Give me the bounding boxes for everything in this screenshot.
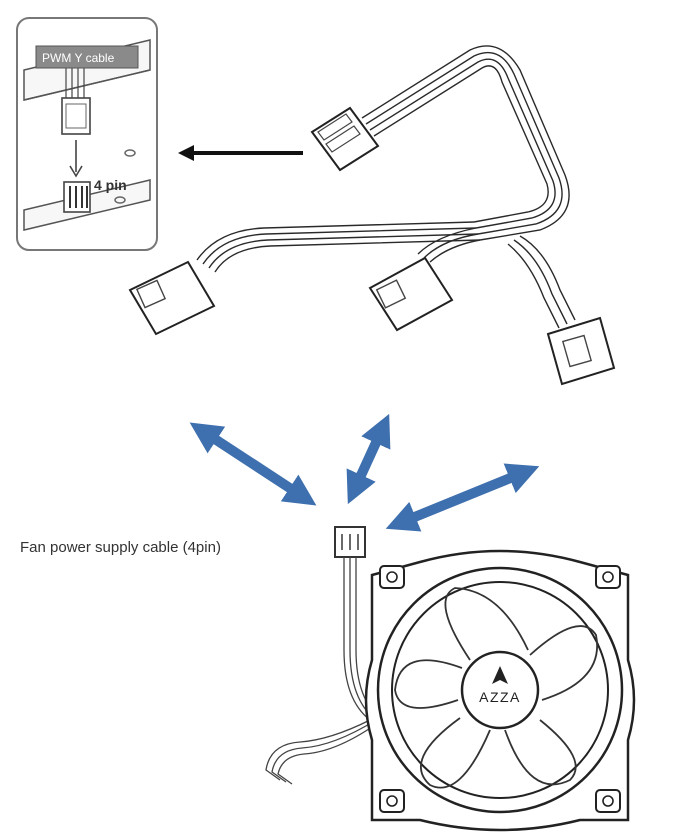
azza-fan: AZZA bbox=[364, 549, 636, 832]
splitter-female-connector bbox=[310, 106, 380, 172]
pwm-cable-label: PWM Y cable bbox=[42, 51, 115, 65]
arrow-to-connector-3 bbox=[385, 463, 540, 532]
connection-arrows bbox=[189, 413, 540, 532]
splitter-fan-connector-1 bbox=[128, 260, 216, 336]
fan-logo-text: AZZA bbox=[479, 689, 521, 705]
fan-cable-plug bbox=[334, 526, 366, 558]
splitter-fan-connector-2 bbox=[368, 256, 454, 332]
fan-power-cable bbox=[265, 557, 384, 785]
four-pin-header bbox=[63, 181, 91, 213]
pwm-cable-connector bbox=[61, 60, 91, 135]
arrow-to-connector-1 bbox=[189, 422, 317, 506]
splitter-fan-connector-3 bbox=[546, 316, 616, 386]
motherboard-inset: PWM Y cable 4 pin bbox=[16, 17, 158, 251]
fan-cable-label: Fan power supply cable (4pin) bbox=[20, 539, 221, 556]
four-pin-label: 4 pin bbox=[94, 177, 127, 193]
pwm-splitter-cable bbox=[196, 45, 576, 329]
arrow-to-connector-2 bbox=[346, 413, 391, 505]
